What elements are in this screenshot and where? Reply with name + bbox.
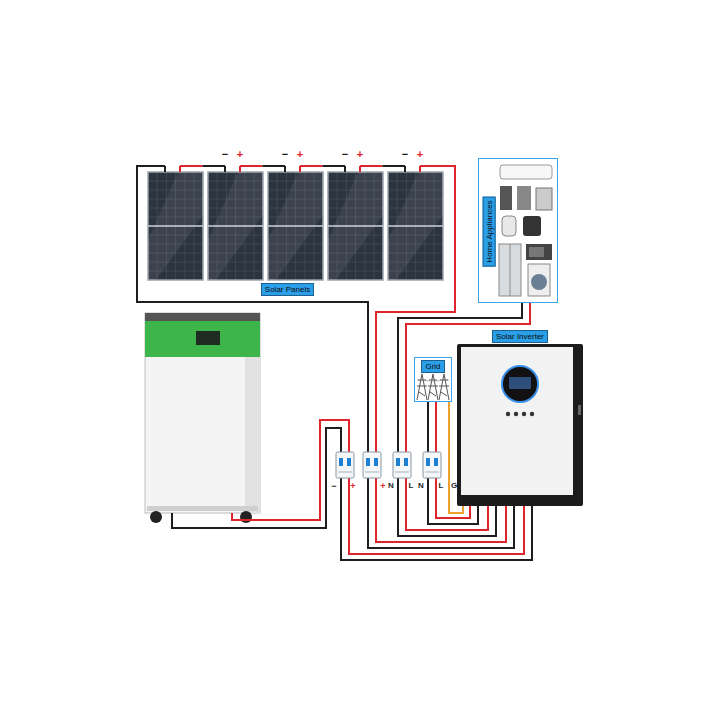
solar-panel: [148, 172, 203, 280]
breaker-terminal-label: L: [439, 482, 444, 490]
breaker-mark: [395, 472, 409, 473]
breaker-terminal-label: N: [418, 482, 424, 490]
series-link: [300, 165, 323, 167]
breaker-mark: [425, 472, 439, 473]
battery-wheel: [240, 511, 252, 523]
battery-band: [145, 321, 260, 357]
circuit-breaker: [393, 452, 411, 478]
panel-gloss: [268, 172, 323, 280]
series-link: [180, 165, 203, 167]
solar-panel: [208, 172, 263, 280]
breaker-toggle: [426, 458, 430, 466]
air-conditioner: [500, 165, 552, 179]
series-link: [383, 165, 406, 167]
terminal-sign: −: [402, 149, 408, 160]
inverter-node: Solar Inverter: [457, 330, 583, 506]
panel-gloss: [328, 172, 383, 280]
terminal-sign: +: [237, 149, 243, 160]
breaker-terminal-label: +: [380, 482, 385, 491]
breaker-toggle: [366, 458, 370, 466]
breaker-terminal-label: G: [451, 482, 457, 490]
solar-panel: [388, 172, 443, 280]
blender: [500, 186, 512, 210]
series-link: [323, 165, 346, 167]
washing-machine: [528, 264, 550, 296]
inverter-vent: [578, 405, 581, 415]
inverter-display: [509, 377, 531, 389]
panel-array-node: Solar Panels: [130, 160, 445, 306]
pv-positive-wire: [420, 165, 445, 167]
battery-base: [147, 506, 258, 511]
microwave-window: [529, 247, 544, 257]
refrigerator: [499, 244, 521, 296]
battery-positive-wire: [232, 420, 349, 520]
breaker-toggle: [396, 458, 400, 466]
breaker-terminal-label: +: [350, 482, 355, 491]
pylon-symbol: [439, 374, 449, 400]
terminal-sign: −: [282, 149, 288, 160]
grid-line-wire: [435, 402, 437, 452]
battery-cap: [145, 313, 260, 321]
grid-node: Grid: [414, 357, 452, 402]
power-line: [417, 380, 449, 381]
inverter-front: [461, 347, 573, 495]
coffee-maker: [517, 186, 531, 210]
pylon-symbol: [428, 374, 438, 400]
breaker-toggle: [374, 458, 378, 466]
series-link: [263, 165, 286, 167]
circuit-breaker: [336, 452, 354, 478]
breaker-terminal-label: N: [388, 482, 394, 490]
node-label: Solar Panels: [261, 283, 314, 296]
inverter-body: [457, 344, 583, 506]
inverter-button: [506, 412, 510, 416]
battery-negative-wire: [172, 428, 341, 528]
terminal-sign: +: [357, 149, 363, 160]
battery-body: [145, 313, 260, 513]
series-link: [360, 165, 383, 167]
panel-gloss: [388, 172, 443, 280]
solar-panel: [268, 172, 323, 280]
microwave: [526, 244, 552, 260]
washer-door: [531, 274, 547, 290]
terminal-sign: +: [297, 149, 303, 160]
breaker-terminal-label: L: [409, 482, 414, 490]
solar-panel: [328, 172, 383, 280]
circuit-breaker: [423, 452, 441, 478]
node-label: Solar Inverter: [492, 330, 548, 343]
terminal-sign: +: [417, 149, 423, 160]
terminal-sign: −: [222, 149, 228, 160]
battery-screen: [196, 331, 220, 345]
appliance-node: Home Appliances: [478, 158, 558, 303]
panel-gloss: [148, 172, 203, 280]
battery-wheel: [150, 511, 162, 523]
pylon-symbol: [417, 374, 427, 400]
node-label: Home Appliances: [483, 196, 496, 266]
breaker-mark: [365, 472, 379, 473]
breaker-terminal-label: −: [331, 482, 336, 491]
breaker-toggle: [339, 458, 343, 466]
series-link: [240, 165, 263, 167]
food-processor: [536, 188, 552, 210]
inverter-button: [530, 412, 534, 416]
inverter-display-ring: [502, 366, 538, 402]
terminal-sign: −: [342, 149, 348, 160]
breaker-toggle: [434, 458, 438, 466]
panel-gloss: [208, 172, 263, 280]
series-link: [203, 165, 226, 167]
kettle: [502, 216, 516, 236]
breaker-mark: [338, 472, 352, 473]
inverter-button: [522, 412, 526, 416]
breaker-toggle: [404, 458, 408, 466]
circuit-breaker: [363, 452, 381, 478]
refrigerator-door: [510, 244, 511, 296]
inverter-button: [514, 412, 518, 416]
breaker-toggle: [347, 458, 351, 466]
node-label: Grid: [421, 360, 444, 373]
air-fryer: [523, 216, 541, 236]
